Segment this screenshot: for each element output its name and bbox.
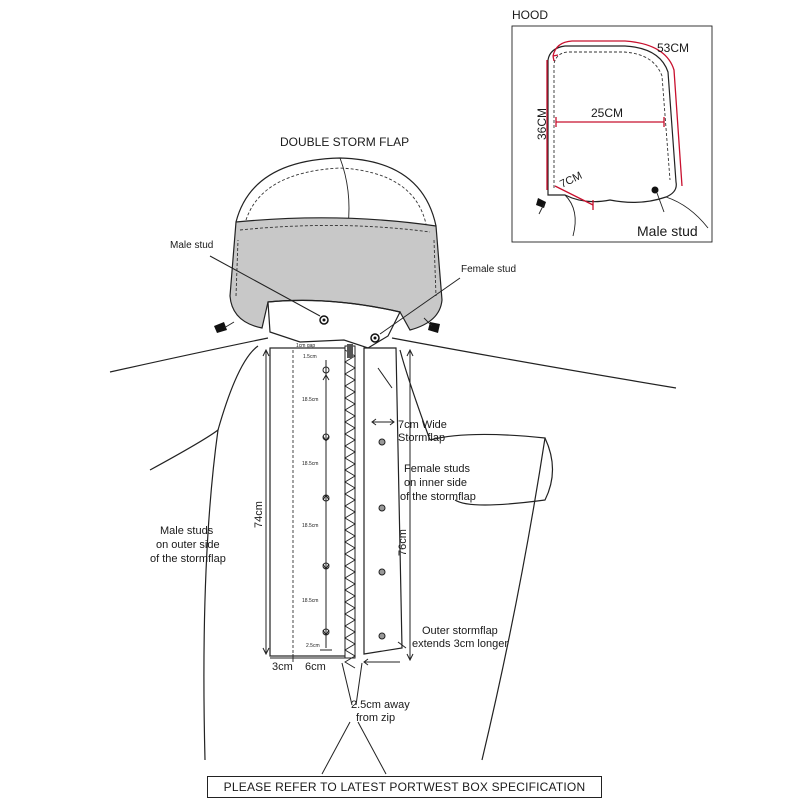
- length-74-label: 74cm: [253, 501, 265, 528]
- gap-top-label: 1cm gap: [296, 343, 315, 349]
- spacing-label: 18.5cm: [302, 523, 318, 529]
- main-title: DOUBLE STORM FLAP: [280, 135, 409, 149]
- left-armhole: [217, 345, 259, 431]
- right-sleeve: [454, 437, 554, 506]
- zipper-pull-icon: [347, 344, 353, 358]
- spacing-label: 18.5cm: [302, 461, 318, 467]
- hood-perimeter-label: 53CM: [657, 41, 689, 55]
- width-6-label: 6cm: [305, 661, 326, 673]
- away-pointer: [341, 662, 353, 706]
- inner-stormflap: [363, 347, 403, 655]
- hood-opening-label: 7CM: [558, 170, 584, 191]
- away-from-zip-label-1: 2.5cm away: [351, 699, 410, 711]
- hood-perimeter-arrow: [552, 54, 559, 62]
- stormflap-width-label-1: 7cm Wide: [398, 419, 447, 431]
- hood-crown-stitch: [245, 167, 427, 225]
- stormflap-width-label-2: Stormflap: [398, 432, 445, 444]
- outer-stormflap-label-2: extends 3cm longer: [412, 638, 508, 650]
- outer-stormflap: [269, 347, 347, 657]
- female-stud-icon: [378, 632, 386, 640]
- female-stud-icon: [378, 568, 386, 576]
- hood-toggle-icon: [536, 198, 546, 208]
- right-armhole: [399, 349, 431, 441]
- left-body-side: [149, 428, 219, 761]
- stud-spacing-dimension: [320, 360, 332, 651]
- female-stud-pointer: [379, 277, 461, 335]
- collar-stitch-side: [235, 239, 437, 297]
- footer-pointer-left: [321, 721, 351, 775]
- hood-inset-frame: [511, 25, 713, 243]
- hood-male-stud-label: Male stud: [637, 223, 698, 239]
- female-stud-label: Female stud: [461, 264, 516, 275]
- width-3-label: 3cm: [272, 661, 293, 673]
- hood-perimeter-measure: [552, 40, 683, 187]
- female-stud-row: [378, 438, 386, 640]
- hood-height-label: 36CM: [535, 108, 549, 140]
- female-studs-label-2: on inner side: [404, 477, 467, 489]
- male-stud-pointer: [209, 255, 321, 317]
- male-studs-label-1: Male studs: [160, 525, 214, 537]
- hood-neck-line: [564, 194, 576, 237]
- collar-band: [229, 217, 443, 331]
- spacing-last-label: 2.5cm: [306, 643, 320, 649]
- right-shoulder: [391, 337, 677, 389]
- hood-outline: [547, 45, 677, 203]
- male-studs-label-2: on outer side: [156, 539, 220, 551]
- right-body-side: [429, 433, 546, 761]
- length-76-label: 76cm: [397, 529, 409, 556]
- collar-stitch-top: [239, 225, 431, 233]
- female-stud-icon: [378, 504, 386, 512]
- spacing-label: 18.5cm: [302, 598, 318, 604]
- hood-title: HOOD: [512, 8, 548, 22]
- main-labels: Male stud Female stud 7cm Wide Stormflap…: [150, 240, 516, 724]
- hood-width-label: 25CM: [591, 106, 623, 120]
- spacing-label: 18.5cm: [302, 397, 318, 403]
- male-studs-label-3: of the stormflap: [150, 553, 226, 565]
- spacing-first-label: 1.5cm: [303, 354, 317, 360]
- left-toggle-icon: [214, 322, 227, 333]
- outer-stormflap-label-1: Outer stormflap: [422, 625, 498, 637]
- footer-note: PLEASE REFER TO LATEST PORTWEST BOX SPEC…: [207, 776, 602, 798]
- hood-opening-measure: [554, 185, 594, 206]
- female-stud-icon: [378, 438, 386, 446]
- footer-text: PLEASE REFER TO LATEST PORTWEST BOX SPEC…: [223, 780, 586, 794]
- hood-male-stud-icon: [651, 186, 659, 194]
- left-shoulder: [109, 337, 269, 373]
- female-studs-label-3: of the stormflap: [400, 491, 476, 503]
- hood-inset: HOOD 53CM 25CM 36CM 7CM Male stud: [511, 8, 713, 243]
- inner-collar: [267, 299, 401, 349]
- away-from-zip-label-2: from zip: [356, 712, 395, 724]
- zipper-teeth: [344, 349, 356, 669]
- female-studs-label-1: Female studs: [404, 463, 471, 475]
- hood-stitching: [553, 51, 671, 188]
- garment-drawing: DOUBLE STORM FLAP: [109, 135, 677, 775]
- footer-pointer-right: [357, 721, 387, 775]
- male-stud-label: Male stud: [170, 240, 213, 251]
- hood-neck-line-right: [665, 196, 709, 229]
